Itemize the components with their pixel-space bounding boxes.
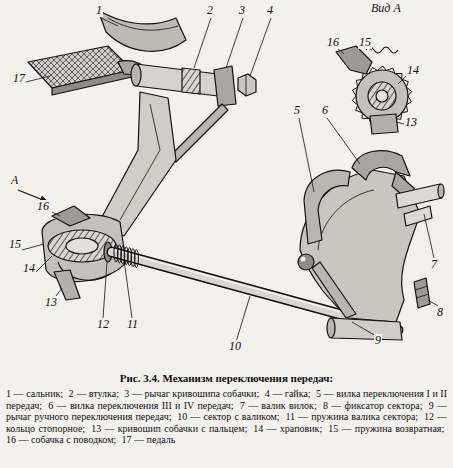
parts-list-entry: 15 — пружина возвратная;: [328, 423, 444, 434]
parts-list-entry: 17 — педаль: [122, 434, 176, 445]
leader-lines: [22, 18, 438, 342]
parts-list-entry: 10 — сектор с валиком;: [177, 411, 279, 422]
callout-number: 5: [293, 104, 301, 117]
callout-number: 13: [44, 296, 58, 309]
mechanism-drawing: [18, 10, 444, 340]
callout-number: 4: [266, 4, 274, 17]
callout-number: 6: [321, 104, 329, 117]
pedal-pad-edge: [52, 70, 132, 95]
parts-list-entry: 6 — вилка переключения III и IV передач;: [48, 400, 233, 411]
parts-list-entry: 16 — собачка с поводком;: [6, 434, 116, 445]
callout-number: 8: [436, 306, 444, 319]
callout-number: 7: [430, 258, 438, 271]
callout-number: 11: [126, 318, 139, 331]
callout-number: 17: [12, 72, 26, 85]
parts-list-entry: 8 — фиксатор сектора;: [323, 400, 423, 411]
view-title: Вид А: [370, 2, 402, 15]
pawl: [52, 206, 90, 226]
parts-list: 1 — сальник; 2 — втулка; 3 — рычаг криво…: [6, 388, 447, 446]
ratchet-section: [48, 230, 116, 262]
parts-list-entry: 4 — гайка;: [265, 388, 311, 399]
callout-number: 12: [96, 318, 110, 331]
lever-boss: [330, 318, 402, 340]
seal: [98, 10, 186, 51]
view-arrow-letter: А: [10, 174, 19, 187]
callout-number: 9: [374, 334, 382, 347]
view-a-crank: [370, 114, 398, 134]
link-rod: [170, 104, 228, 162]
callout-number: 3: [238, 4, 246, 17]
hand-lever: [312, 262, 356, 318]
callout-number: 10: [228, 340, 242, 353]
view-a-drawing: [336, 46, 412, 134]
parts-list-entry: 3 — рычаг кривошипа собачки;: [124, 388, 259, 399]
parts-list-entry: 13 — кривошип собачки с пальцем;: [91, 423, 247, 434]
callout-number: 14: [406, 64, 420, 77]
fork-1-2: [304, 170, 350, 244]
callout-number: 15: [358, 36, 372, 49]
view-a-pawl: [336, 46, 372, 74]
parts-list-entry: 11 — пружина валика сектора;: [285, 411, 418, 422]
sector-detent: [414, 278, 430, 308]
pedal-shaft: [136, 64, 218, 96]
callout-number: 2: [206, 4, 214, 17]
callout-number: 1: [95, 4, 103, 17]
callout-number: 16: [36, 200, 50, 213]
callout-number: 14: [22, 262, 36, 275]
parts-list-entry: 7 — валик вилок;: [240, 400, 317, 411]
fork-3-4: [352, 151, 410, 180]
callout-number: 13: [404, 116, 418, 129]
figure-caption: Рис. 3.4. Механизм переключения передач:: [6, 372, 447, 385]
sector-spring: [114, 244, 138, 268]
crank-lever: [214, 66, 236, 106]
parts-list-entry: 14 — храповик;: [253, 423, 322, 434]
parts-list-entry: 1 — сальник;: [6, 388, 63, 399]
parts-list-entry: 2 — втулка;: [69, 388, 119, 399]
callout-number: 16: [326, 36, 340, 49]
bushing: [182, 68, 200, 94]
pedal-bracket: [96, 92, 176, 236]
nut: [238, 74, 256, 96]
callout-number: 15: [8, 238, 22, 251]
fork-shaft: [396, 184, 442, 208]
